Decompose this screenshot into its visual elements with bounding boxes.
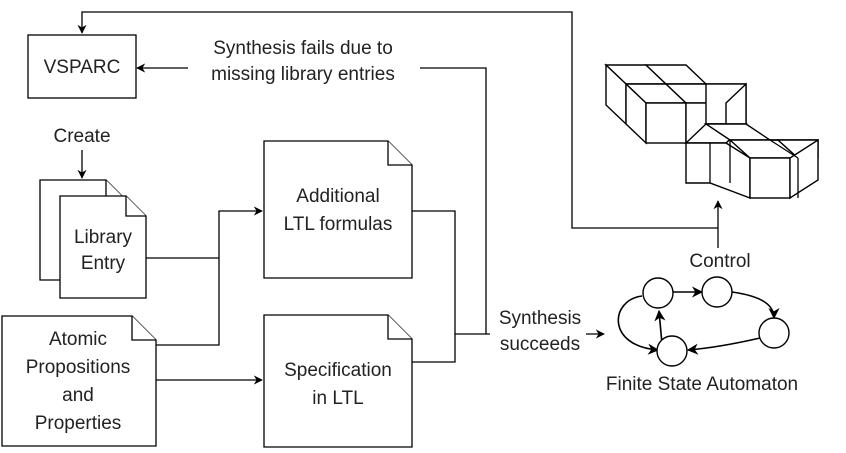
finite-state-automaton — [617, 276, 790, 367]
fsa-state-1 — [642, 277, 674, 309]
library-entry-line-2: Entry — [81, 253, 126, 274]
atomic-line-3: and — [62, 385, 94, 406]
synthesis-succeeds-line-2: succeeds — [500, 334, 580, 355]
fsa-state-2 — [701, 276, 733, 308]
synthesis-succeeds-line-1: Synthesis — [499, 308, 581, 329]
atomic-line-2: Propositions — [26, 357, 131, 378]
additional-ltl-line-1: Additional — [296, 186, 379, 207]
synthesis-fails-label: Synthesis fails due to missing library e… — [188, 34, 420, 86]
fsa-state-3 — [758, 317, 790, 349]
atomic-to-additional-line — [156, 206, 263, 346]
atomic-line-4: Properties — [35, 413, 122, 434]
specification-ltl-node: Specification in LTL — [263, 314, 413, 448]
synthesis-fails-line-1: Synthesis fails due to — [213, 38, 393, 59]
fsa-state-4 — [656, 335, 688, 367]
feedback-loop-line — [77, 11, 718, 229]
library-entry-node: Library Entry — [39, 179, 147, 299]
synthesis-succeeds-label: Synthesis succeeds — [490, 304, 586, 355]
additional-ltl-line-2: LTL formulas — [284, 214, 393, 235]
spec-ltl-line-1: Specification — [284, 360, 392, 381]
control-label: Control — [689, 251, 750, 272]
vsparc-node: VSPARC — [27, 34, 137, 99]
spec-ltl-line-2: in LTL — [312, 388, 363, 409]
fsa-label: Finite State Automaton — [606, 374, 798, 395]
spec-to-synthesis-line — [412, 334, 456, 363]
modular-robot-blocks — [604, 63, 819, 200]
additional-to-synthesis-line — [412, 210, 456, 334]
create-label: Create — [53, 126, 110, 147]
synthesis-fails-line-2: missing library entries — [211, 64, 395, 85]
additional-ltl-node: Additional LTL formulas — [263, 140, 413, 279]
atomic-line-1: Atomic — [49, 329, 107, 350]
library-entry-line-1: Library — [74, 227, 133, 248]
atomic-propositions-node: Atomic Propositions and Properties — [1, 315, 157, 447]
vsparc-label: VSPARC — [44, 57, 121, 78]
